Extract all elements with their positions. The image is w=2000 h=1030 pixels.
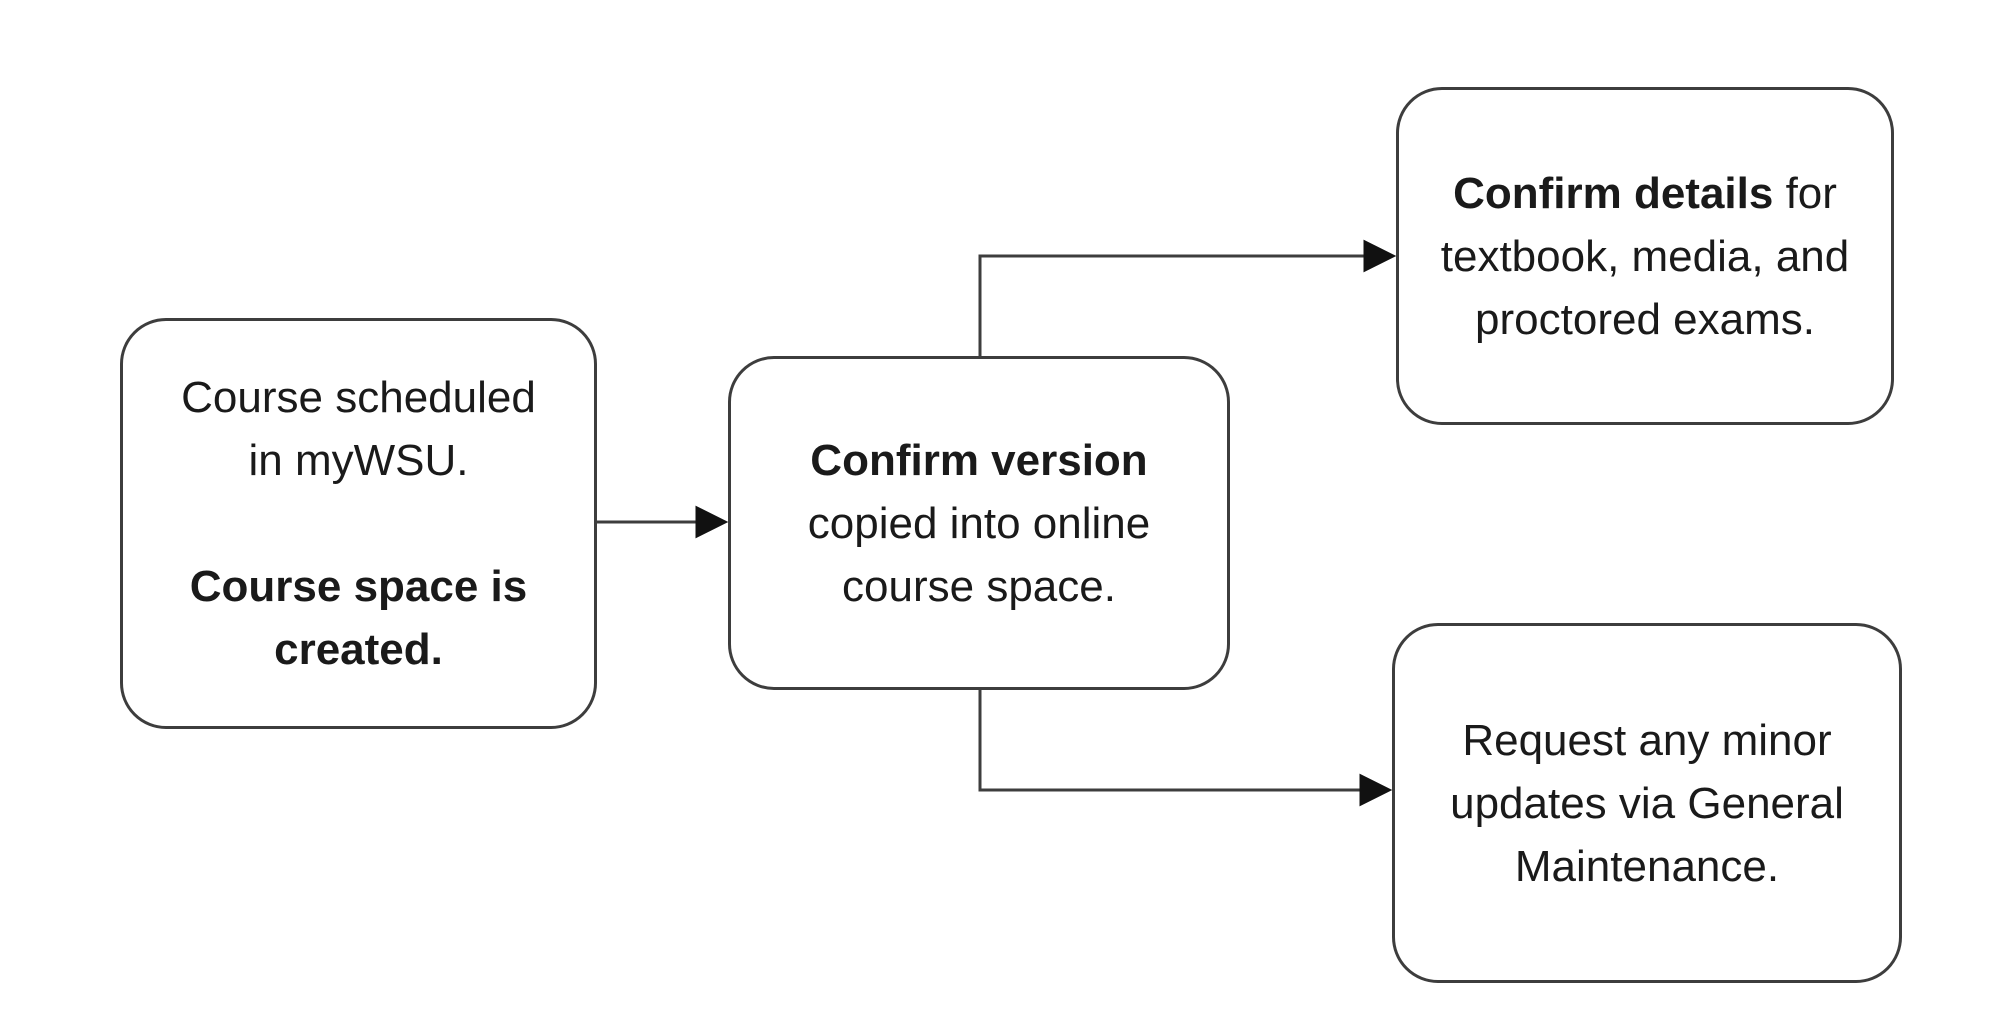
text-segment: course space. (842, 561, 1116, 611)
node-text-line: Maintenance. (1515, 835, 1779, 898)
text-segment: Confirm version (810, 435, 1148, 485)
text-segment: proctored exams. (1475, 294, 1815, 344)
node-confirm-version: Confirm version copied into online cours… (728, 356, 1230, 690)
connector-middle-to-top-right (978, 239, 1397, 356)
node-text-line: Confirm version (810, 429, 1147, 492)
node-confirm-details: Confirm details for textbook, media, and… (1396, 87, 1894, 425)
node-text-line: updates via General (1450, 772, 1844, 835)
node-course-space-created: Course scheduled in myWSU. Course space … (120, 318, 597, 729)
node-text-line: created. (274, 618, 443, 681)
node-request-minor-updates: Request any minor updates via General Ma… (1392, 623, 1902, 983)
connector-middle-to-bottom-right (978, 690, 1393, 807)
text-segment: updates via General (1450, 778, 1844, 828)
text-segment: textbook, media, and (1440, 231, 1850, 281)
node-text-line: course space. (842, 555, 1116, 618)
node-text-line: proctored exams. (1475, 288, 1815, 351)
node-text-line: Confirm details for (1453, 162, 1837, 225)
text-segment: Course space is (189, 562, 528, 611)
node-text-line: textbook, media, and (1441, 225, 1849, 288)
text-segment: for (1773, 168, 1837, 218)
text-segment: Maintenance. (1514, 841, 1780, 891)
text-segment: Request any minor (1462, 715, 1832, 765)
text-segment: Confirm details (1453, 168, 1774, 218)
node-text-line: Course scheduled (181, 366, 536, 429)
node-text-line: in myWSU. (249, 429, 469, 492)
node-text-line: Course space is (190, 555, 528, 618)
node-text-line: Request any minor (1462, 709, 1831, 772)
text-segment: Course scheduled (181, 373, 536, 422)
text-segment: created. (274, 625, 443, 674)
text-segment: copied into online (807, 498, 1151, 548)
node-text-line: copied into online (808, 492, 1150, 555)
text-segment: in myWSU. (248, 436, 469, 485)
